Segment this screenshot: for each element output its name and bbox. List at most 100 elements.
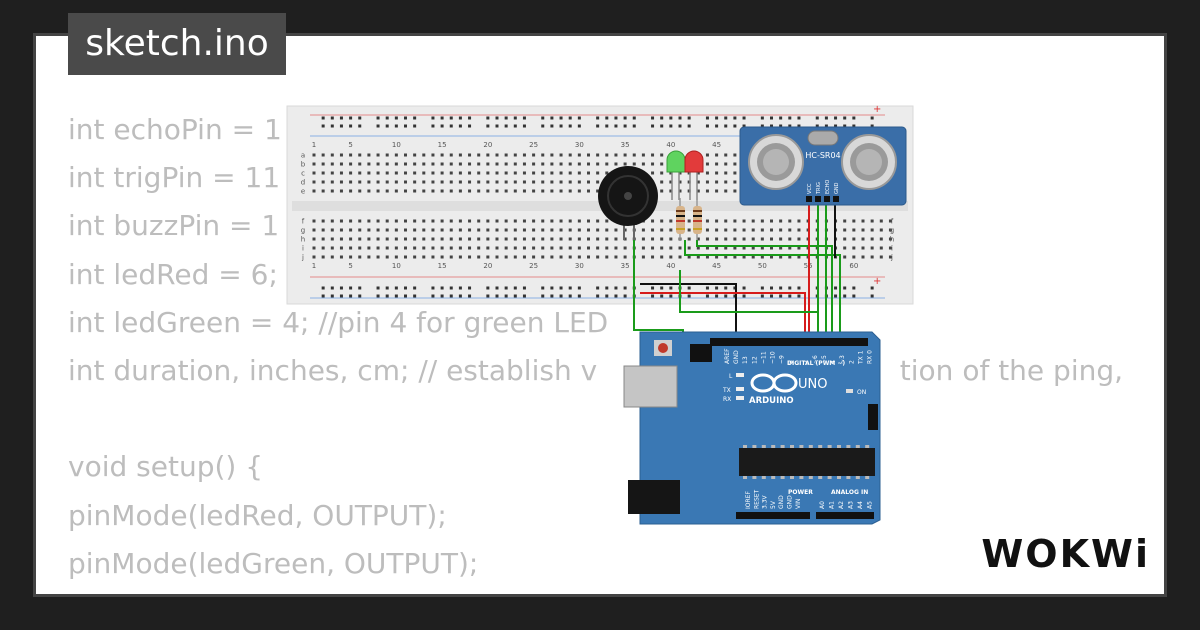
power-pin-label: GND [787,495,794,509]
sensor-pin[interactable] [833,196,839,202]
row-letter: a [301,152,305,160]
digital-pin-label: TX 1 [857,350,864,365]
analog-pin-label: A0 [819,501,826,509]
power-pin-label: IOREF [745,491,752,509]
digital-label: DIGITAL (PWM ~) [787,360,845,367]
row-letter: j [301,254,304,262]
resistor-2[interactable] [693,198,702,240]
row-letter: h [890,236,894,244]
power-jack [628,480,680,514]
column-number: 15 [438,262,447,270]
column-number: 50 [758,262,767,270]
led-red-body [684,150,704,173]
digital-pin-label: ~11 [760,351,767,364]
row-letter: e [301,188,305,196]
header-analog [816,512,874,519]
code-line: int buzzPin = 1 [68,209,280,243]
code-line: int trigPin = 11 [68,161,281,195]
digital-pin-label: RX 0 [867,350,874,364]
resistor-1[interactable] [676,198,685,240]
arduino-logo [750,373,798,393]
rx-label: RX [723,396,731,403]
column-number: 30 [575,141,584,149]
row-letter: b [301,161,306,169]
atmega-chip [739,448,875,476]
sensor-pin-label: ECHO [825,180,831,194]
usb-port [623,365,678,408]
sensor-label: HC-SR04 [805,151,840,160]
code-line: pinMode(ledRed, OUTPUT); [68,498,447,532]
sensor-pin[interactable] [806,196,812,202]
digital-pin-label: 13 [742,356,749,364]
sensor-pin-label: VCC [807,183,813,194]
code-line: int ledGreen = 4; //pin 4 for green LED [68,305,609,339]
analog-pin-label: A2 [838,501,845,509]
wire-green-trig [684,240,841,338]
column-number: 1 [312,141,316,149]
row-letter: c [301,170,305,178]
analog-pin-label: A1 [829,501,836,509]
header-icsp [868,404,878,430]
brand-label: ARDUINO [749,396,794,406]
column-number: 15 [438,141,447,149]
row-letter: h [301,236,305,244]
digital-pin-label: 4 [830,360,837,364]
model-label: UNO [798,377,827,392]
column-number: 5 [348,262,352,270]
wire-green-echo [696,240,833,338]
digital-pin-label: 8 [788,360,795,364]
buzzer[interactable] [598,166,658,240]
column-number: 35 [621,262,630,270]
row-letter: d [301,179,305,187]
sensor-pin-label: TRIG [816,182,822,195]
power-label: POWER [788,489,813,496]
analog-pin-label: A5 [867,501,874,509]
digital-pin-label: ~9 [779,355,786,364]
wire-green-led [679,270,818,313]
column-number: 5 [348,141,352,149]
column-number: 45 [712,262,721,270]
row-letter: i [891,245,893,253]
digital-pin-label: AREF [724,348,731,364]
digital-pin-label: GND [733,350,740,364]
column-number: 35 [621,141,630,149]
sensor-pin[interactable] [824,196,830,202]
column-number: 25 [529,262,538,270]
digital-pin-label: ~6 [812,355,819,364]
analog-pin-label: A3 [848,501,855,509]
file-tab[interactable]: sketch.ino [68,13,286,75]
code-line: int echoPin = 1 [68,113,282,146]
tx-label: TX [722,387,731,394]
wire-red-5v [640,292,806,338]
sensor-pin[interactable] [815,196,821,202]
column-number: 25 [529,141,538,149]
power-pin-label: RESET [753,489,760,509]
arduino-uno[interactable]: UNO ARDUINO DIGITAL (PWM ~) POWER ANALOG… [623,331,881,525]
digital-pin-label: ~5 [821,355,828,364]
column-number: 1 [312,262,316,270]
l-label: L [729,373,733,380]
led-red[interactable] [684,150,704,200]
wire-black-gnd-2 [640,283,737,338]
digital-pin-label: 12 [751,356,758,364]
analog-label: ANALOG IN [831,489,868,496]
column-number: 20 [483,141,492,149]
power-pin-label: GND [778,495,785,509]
code-line: void setup() { [68,450,264,484]
digital-pin-label: 2 [848,360,855,364]
row-letter: g [890,227,894,235]
row-letter: i [302,245,304,253]
row-letter: f [891,218,894,226]
column-number: 60 [849,262,858,270]
header-icsp-top [690,344,712,362]
wires [633,198,841,500]
wokwi-logo: WOKWi [981,532,1150,576]
code-line: int ledRed = 6; [68,257,278,291]
sensor-pin-label: GND [834,182,840,194]
code-editor: int echoPin = 1 int trigPin = 11 int buzzP… [68,106,1133,594]
